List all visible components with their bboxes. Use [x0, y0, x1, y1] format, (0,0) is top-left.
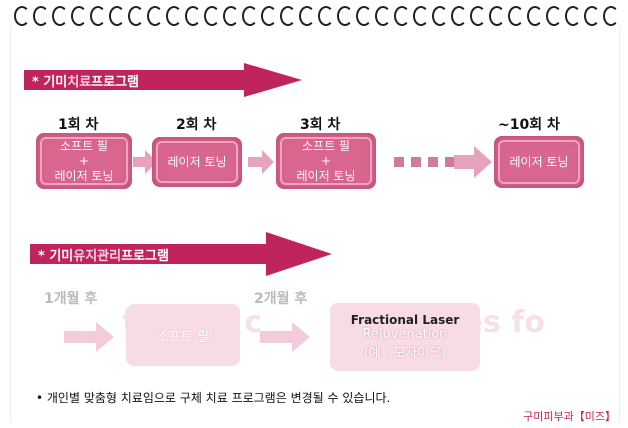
maintenance-box-2: Fractional Laser Rejuvenation (예 : 모자이크)	[330, 303, 480, 371]
step-box-2: 레이저 토닝	[152, 137, 242, 187]
step-box-4: 레이저 토닝	[494, 136, 584, 188]
maintenance-program-banner: * 기미 유지관리 프로그램	[30, 232, 332, 276]
arrow-icon	[64, 322, 114, 352]
banner-prefix: * 기미	[38, 248, 74, 264]
notebook-binding-rings	[14, 6, 619, 30]
arrow-icon	[454, 146, 492, 178]
maintenance-box-1: 소프트 필	[126, 304, 240, 366]
treatment-program-banner: * 기미 치료 프로그램	[24, 63, 304, 97]
step-label-2: 2회 차	[176, 117, 217, 133]
step-label-1: 1회 차	[58, 117, 99, 133]
page-edge	[10, 26, 620, 422]
arrow-icon	[260, 322, 310, 352]
arrow-icon	[248, 150, 274, 174]
banner-suffix: 프로그램	[121, 248, 169, 264]
step-label-4: ~10회 차	[498, 117, 560, 133]
step-label-3: 3회 차	[300, 117, 341, 133]
step-box-3: 소프트 필 + 레이저 토닝	[276, 133, 376, 189]
continuation-dots	[394, 157, 455, 167]
banner-prefix: * 기미	[32, 74, 68, 90]
step-label-month-1: 1개월 후	[44, 291, 98, 307]
customization-note: • 개인별 맞춤형 치료임으로 구체 치료 프로그램은 변경될 수 있습니다.	[36, 391, 391, 405]
clinic-signature: 구미피부과【미즈】	[523, 410, 616, 423]
banner-highlight: 유지관리	[73, 248, 122, 264]
banner-highlight: 치료	[67, 74, 92, 90]
step-box-1: 소프트 필 + 레이저 토닝	[36, 133, 132, 189]
banner-suffix: 프로그램	[91, 74, 140, 90]
step-label-month-2: 2개월 후	[254, 291, 308, 307]
